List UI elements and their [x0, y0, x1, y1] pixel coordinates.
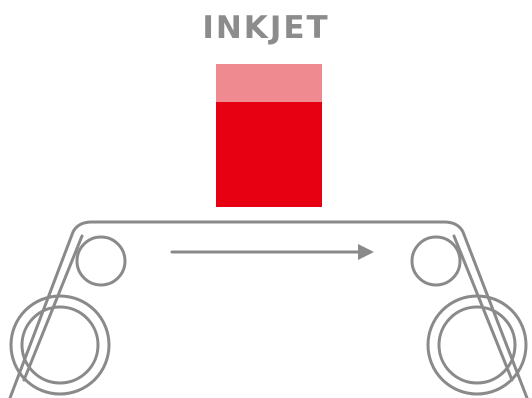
print-head-body: [216, 102, 322, 207]
conveyor-belt-icon: [8, 220, 529, 398]
left-spool-outer-icon: [9, 294, 111, 396]
belt-outline: [8, 220, 529, 398]
left-spool-inner-icon: [20, 305, 100, 385]
left-upper-roller-icon: [75, 235, 127, 287]
right-arrow-icon: [358, 244, 374, 260]
right-spool-inner-icon: [437, 305, 517, 385]
print-head-icon: [216, 64, 322, 207]
right-upper-roller-icon: [410, 235, 462, 287]
diagram-title: INKJET: [202, 10, 330, 46]
print-head-top: [216, 64, 322, 102]
right-spool-outer-icon: [426, 294, 528, 396]
